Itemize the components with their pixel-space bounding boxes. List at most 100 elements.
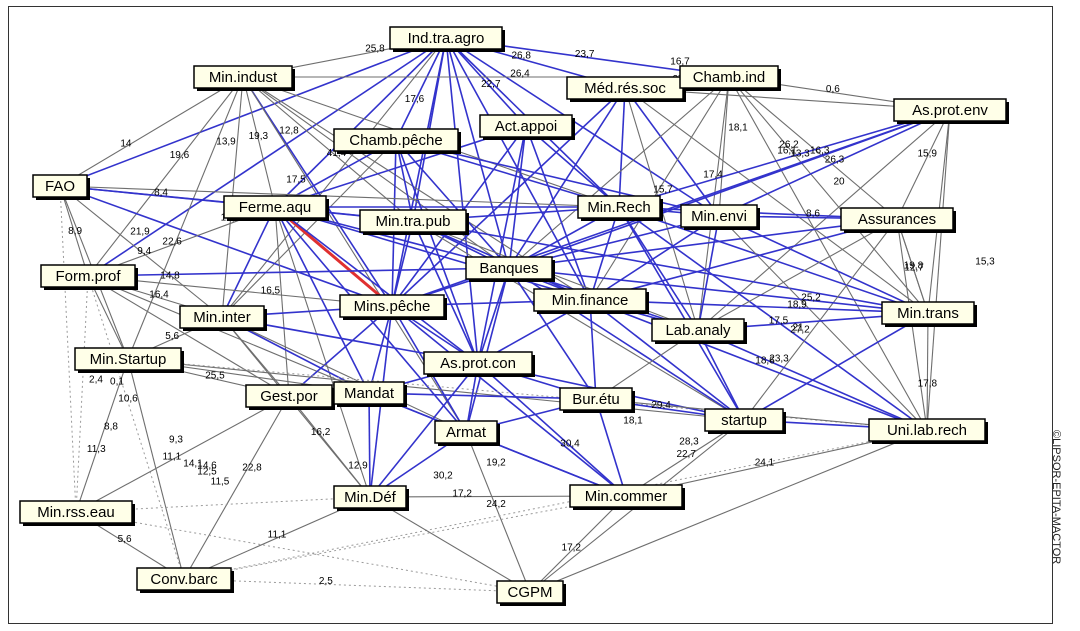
- node-label: Ind.tra.agro: [408, 30, 485, 47]
- edge-ind-chambpeche: [395, 37, 447, 141]
- edge-ferme-minspeche: [274, 205, 393, 308]
- edge-weight-label: 0,6: [826, 84, 840, 95]
- edge-weight-label: 17,4: [703, 170, 723, 181]
- edge-actappoi-minfinance: [525, 125, 591, 301]
- edge-weight-label: 26,2: [779, 140, 799, 151]
- edge-weight-label: 12,8: [279, 126, 299, 137]
- edge-chambpeche-banques: [395, 139, 510, 269]
- edge-weight-label: 14: [120, 138, 132, 149]
- edge-gestpor-convbarc: [183, 395, 290, 580]
- node-label: FAO: [45, 178, 75, 195]
- edge-mincommer-cgpm: [529, 495, 627, 593]
- edge-weight-label: 19,2: [486, 458, 506, 469]
- edge-weight-label: 18,9: [787, 300, 807, 311]
- node-label: Gest.por: [260, 388, 318, 405]
- node-label: Uni.lab.rech: [887, 422, 967, 439]
- edge-weight-label: 23,3: [769, 354, 789, 365]
- node-mintrapub: Min.tra.pub: [359, 209, 469, 235]
- edge-minrech-startup: [618, 206, 745, 421]
- edge-mintrapub-labanaly: [412, 220, 699, 331]
- edge-weight-label: 21,9: [130, 227, 150, 238]
- edge-weight-label: 2,4: [89, 375, 103, 386]
- edge-weight-label: 13,3: [790, 149, 810, 160]
- edge-fao-minrech: [59, 185, 620, 208]
- node-minenvi: Min.envi: [680, 204, 760, 230]
- edge-convbarc-cgpm: [183, 578, 531, 593]
- edge-mintrapub-asprotcon: [412, 220, 479, 364]
- edge-chambind-banques: [508, 76, 730, 269]
- edge-weight-label: 25,5: [205, 371, 225, 382]
- edge-weight-label: 8,6: [806, 209, 820, 220]
- edge-weight-label: 16,7: [670, 57, 690, 68]
- node-label: Min.Rech: [587, 199, 650, 216]
- node-label: Form.prof: [55, 268, 121, 285]
- edge-weight-label: 23,7: [575, 49, 595, 60]
- node-label: Lab.analy: [665, 322, 731, 339]
- edge-weight-label: 19,6: [170, 150, 190, 161]
- node-burétu: Bur.étu: [559, 387, 635, 413]
- edge-weight-label: 0,1: [110, 377, 124, 388]
- node-label: Armat: [446, 424, 487, 441]
- edge-weight-label: 12,9: [348, 461, 368, 472]
- edge-weight-label: 26,4: [510, 69, 530, 80]
- node-label: Act.appoi: [495, 118, 558, 135]
- edge-minspeche-mandat: [368, 305, 393, 394]
- node-fao: FAO: [32, 174, 90, 200]
- edge-minrss-cgpm: [75, 511, 531, 593]
- edge-minenvi-unilab: [718, 215, 928, 431]
- edge-ind-ferme: [274, 37, 447, 208]
- node-minstartup: Min.Startup: [74, 347, 184, 373]
- nodes-layer: Ind.tra.agroMin.industMéd.rés.socChamb.i…: [19, 26, 1009, 606]
- edge-weight-label: 8,8: [104, 422, 118, 433]
- node-label: As.prot.con: [440, 355, 516, 372]
- edge-assurances-labanaly: [697, 218, 898, 331]
- edge-weight-label: 17,2: [452, 488, 472, 499]
- edge-banques-asprotcon: [477, 267, 510, 364]
- node-label: Banques: [479, 260, 538, 277]
- edge-weight-label: 22,6: [162, 237, 182, 248]
- edge-labanaly-startup: [697, 329, 745, 421]
- edge-weight-label: 22,7: [481, 79, 501, 90]
- edge-medres-minrech: [618, 87, 626, 208]
- node-banques: Banques: [465, 256, 555, 282]
- edge-mintrapub-mintrans: [412, 220, 929, 314]
- edge-weight-label: 9,4: [137, 246, 151, 257]
- edge-weight-label: 8,9: [68, 226, 82, 237]
- node-label: Conv.barc: [150, 571, 218, 588]
- edge-minfinance-startup: [589, 299, 745, 421]
- edge-ind-mininter: [221, 37, 447, 318]
- edge-weight-label: 26,3: [825, 155, 845, 166]
- watermark-text: ©LIPSOR-EPITA-MACTOR: [1050, 430, 1062, 565]
- edge-ferme-gestpor: [274, 206, 290, 397]
- edge-ind-actappoi: [445, 37, 527, 127]
- edge-chambpeche-mininter: [221, 139, 397, 318]
- edge-gestpor-minrss: [75, 395, 290, 513]
- node-label: Mins.pêche: [354, 298, 431, 315]
- node-mandat: Mandat: [333, 381, 407, 407]
- node-label: Min.inter: [193, 309, 251, 326]
- node-formprof: Form.prof: [40, 264, 138, 290]
- edge-weight-label: 30,2: [433, 471, 453, 482]
- edge-weight-label: 12,7: [904, 262, 924, 273]
- node-medres: Méd.rés.soc: [566, 76, 686, 102]
- edge-weight-label: 19,3: [249, 131, 269, 142]
- node-mincommer: Min.commer: [569, 484, 685, 510]
- node-minrech: Min.Rech: [577, 195, 663, 221]
- node-label: CGPM: [508, 584, 553, 601]
- node-mintrans: Min.trans: [881, 301, 977, 327]
- edge-ind-minspeche: [391, 37, 447, 307]
- node-unilab: Uni.lab.rech: [868, 418, 988, 444]
- edge-ferme-mandat: [274, 206, 370, 394]
- edge-minind-fao: [59, 76, 244, 187]
- node-label: Min.finance: [552, 292, 629, 309]
- edge-minrech-minfinance: [589, 206, 620, 301]
- edge-mintrapub-startup: [412, 220, 745, 421]
- edge-fao-minrss: [59, 185, 77, 513]
- edge-chambind-mintrans: [728, 76, 929, 314]
- node-ind: Ind.tra.agro: [389, 26, 505, 52]
- edge-fao-mininter: [59, 185, 223, 318]
- edge-formprof-gestpor: [87, 275, 290, 397]
- edge-weight-label: 5,6: [165, 331, 179, 342]
- edge-weight-label: 11,1: [268, 530, 287, 541]
- edge-asprotenv-assurances: [896, 109, 951, 220]
